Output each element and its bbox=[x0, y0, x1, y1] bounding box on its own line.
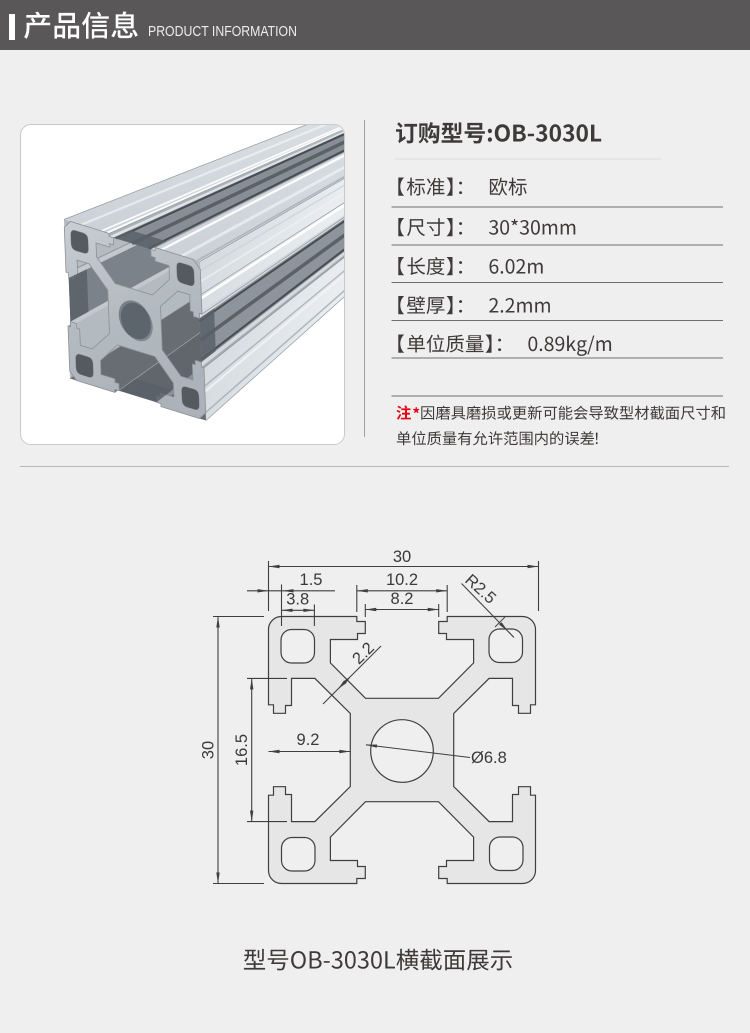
svg-text:2.2: 2.2 bbox=[349, 639, 378, 668]
svg-text:1.5: 1.5 bbox=[300, 571, 323, 589]
svg-text:16.5: 16.5 bbox=[233, 734, 251, 766]
svg-text:Ø6.8: Ø6.8 bbox=[471, 749, 507, 767]
svg-text:10.2: 10.2 bbox=[386, 571, 418, 589]
svg-text:30: 30 bbox=[200, 741, 218, 759]
svg-text:30: 30 bbox=[393, 548, 411, 566]
svg-text:9.2: 9.2 bbox=[297, 731, 320, 749]
svg-text:3.8: 3.8 bbox=[286, 591, 309, 609]
svg-text:8.2: 8.2 bbox=[391, 590, 414, 608]
